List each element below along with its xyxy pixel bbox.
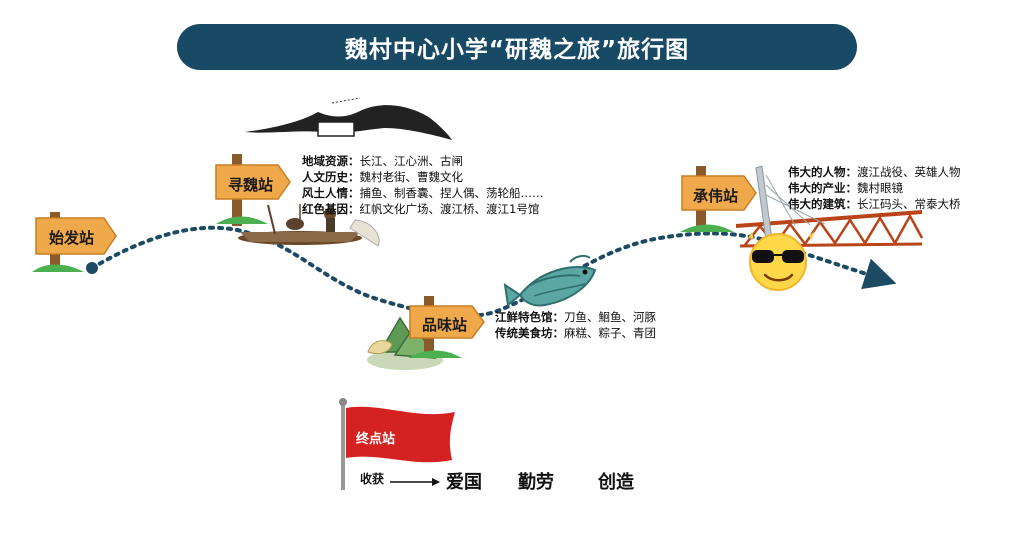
info-value: 渡江战役、英雄人物 <box>857 165 961 179</box>
info-value: 魏村老街、曹魏文化 <box>359 170 464 184</box>
signpost-xunwei <box>215 154 291 226</box>
info-value: 长江码头、常泰大桥 <box>857 197 961 211</box>
info-key: 风土人情： <box>302 186 360 200</box>
signpost-pinwei <box>408 296 485 358</box>
fishing-boat-icon <box>238 204 380 247</box>
chengwei-info: 伟大的人物：渡江战役、英雄人物 伟大的产业：魏村眼镜 伟大的建筑：长江码头、常泰… <box>788 164 961 212</box>
info-value: 红帆文化广场、渡江桥、渡江1号馆 <box>359 202 540 216</box>
xunwei-info: 地域资源：长江、江心洲、古闸 人文历史：魏村老街、曹魏文化 风土人情：捕鱼、制香… <box>302 153 544 217</box>
signpost-start <box>32 212 117 272</box>
route-start-dot <box>86 262 98 274</box>
info-key: 红色基因： <box>302 202 360 216</box>
info-row: 传统美食坊：麻糕、粽子、青团 <box>495 325 656 341</box>
info-value: 长江、江心洲、古闸 <box>359 154 464 168</box>
info-value: 捕鱼、制香囊、捏人偶、荡轮船…… <box>359 186 544 200</box>
info-row: 红色基因：红帆文化广场、渡江桥、渡江1号馆 <box>302 201 544 217</box>
stop-label-start: 始发站 <box>49 229 95 247</box>
stop-label-chengwei: 承伟站 <box>693 187 739 205</box>
harvest-item-patriotism: 爱国 <box>446 472 482 493</box>
sun-sunglasses-icon <box>748 232 814 291</box>
info-key: 传统美食坊： <box>495 326 564 340</box>
info-row: 地域资源：长江、江心洲、古闸 <box>302 153 544 169</box>
info-key: 伟大的建筑： <box>788 197 857 211</box>
info-row: 伟大的建筑：长江码头、常泰大桥 <box>788 196 961 212</box>
info-value: 麻糕、粽子、青团 <box>564 326 656 340</box>
harvest-item-creation: 创造 <box>598 472 634 493</box>
info-row: 伟大的产业：魏村眼镜 <box>788 180 961 196</box>
harvest-label: 收获 <box>360 472 385 486</box>
pinwei-info: 江鲜特色馆：刀鱼、鮰鱼、河豚 传统美食坊：麻糕、粽子、青团 <box>495 309 656 341</box>
info-key: 伟大的产业： <box>788 181 857 195</box>
signpost-chengwei <box>680 166 757 232</box>
stop-label-xunwei: 寻魏站 <box>228 176 274 194</box>
info-row: 伟大的人物：渡江战役、英雄人物 <box>788 164 961 180</box>
info-row: 人文历史：魏村老街、曹魏文化 <box>302 169 544 185</box>
info-value: 刀鱼、鮰鱼、河豚 <box>564 310 656 324</box>
info-key: 江鲜特色馆： <box>495 310 564 324</box>
info-key: 地域资源： <box>302 154 360 168</box>
stop-label-pinwei: 品味站 <box>422 316 468 334</box>
stop-label-finish: 终点站 <box>356 432 396 447</box>
info-row: 江鲜特色馆：刀鱼、鮰鱼、河豚 <box>495 309 656 325</box>
info-key: 伟大的人物： <box>788 165 857 179</box>
info-value: 魏村眼镜 <box>857 181 903 195</box>
page-title: 魏村中心小学“研魏之旅”旅行图 <box>177 24 857 70</box>
ink-landscape-icon <box>245 97 452 140</box>
fish-icon <box>503 254 597 307</box>
harvest-arrow-icon <box>390 478 440 486</box>
info-key: 人文历史： <box>302 170 360 184</box>
harvest-item-diligence: 勤劳 <box>518 472 554 493</box>
finish-flag-icon <box>339 398 455 490</box>
info-row: 风土人情：捕鱼、制香囊、捏人偶、荡轮船…… <box>302 185 544 201</box>
